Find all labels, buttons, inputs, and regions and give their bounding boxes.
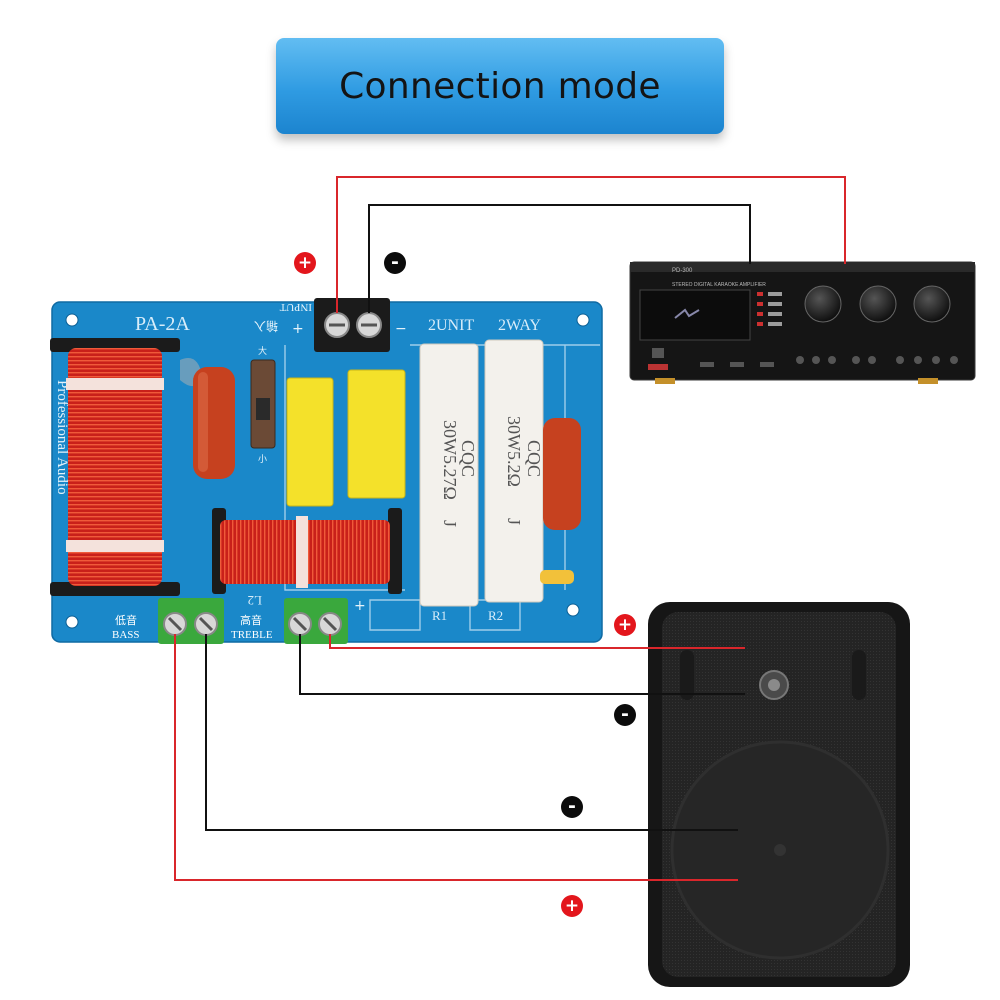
resistor-r2: CQC 30W5.2Ω J (484, 339, 544, 603)
treble-terminal-block (284, 598, 348, 644)
treble-positive-sign: + (614, 614, 636, 636)
board-switch-big-label: 大 (258, 345, 267, 357)
crossover-board: PA-2A INPUT 输入 2UNIT 2WAY Professional A… (50, 298, 603, 644)
board-way-label: 2WAY (498, 317, 541, 334)
board-treble-label: TREBLE (231, 629, 273, 641)
resistor-r2-rating: 30W5.2Ω (504, 416, 524, 487)
resistor-r1: CQC 30W5.27Ω J (419, 343, 479, 607)
board-brand-label: Professional Audio (54, 380, 70, 495)
amplifier-model-label: PD-300 (672, 268, 693, 274)
board-l2-label: L2 (248, 593, 262, 608)
resistor-r1-brand: CQC (458, 440, 478, 477)
board-bass-label: BASS (112, 629, 140, 641)
board-switch-small-label: 小 (258, 454, 267, 465)
resistor-r2-suffix: J (504, 518, 524, 525)
board-bass-cn-label: 低音 (115, 613, 137, 627)
svg-text:+: + (292, 321, 304, 337)
board-model-label: PA-2A (135, 313, 190, 335)
board-input-cn-label: 输入 (254, 319, 278, 334)
board-r2-label: R2 (488, 608, 503, 623)
svg-text:−: − (395, 321, 407, 337)
bass-positive-wire (174, 634, 738, 881)
svg-text:+: + (354, 598, 366, 614)
bass-negative-wire (205, 634, 738, 831)
bass-positive-sign: + (561, 895, 583, 917)
bass-inductor (50, 338, 202, 596)
input-positive-sign: + (294, 252, 316, 274)
amplifier-subtitle-label: STEREO DIGITAL KARAOKE AMPLIFIER (672, 282, 766, 288)
input-positive-wire (336, 176, 846, 313)
resistor-r2-brand: CQC (524, 440, 544, 477)
board-input-label: INPUT (279, 301, 312, 313)
title-banner: Connection mode (276, 38, 724, 134)
page-title: Connection mode (339, 65, 661, 107)
resistor-r1-rating: 30W5.27Ω (440, 420, 460, 500)
bass-negative-sign: - (561, 796, 583, 818)
input-negative-sign: - (384, 252, 406, 274)
treble-positive-wire (329, 634, 745, 649)
board-r1-label: R1 (432, 608, 447, 623)
wires (174, 176, 846, 881)
board-treble-cn-label: 高音 (240, 613, 262, 627)
treble-negative-sign: - (614, 704, 636, 726)
input-terminal-block (314, 298, 390, 352)
board-unit-label: 2UNIT (428, 317, 474, 334)
resistor-r1-suffix: J (440, 520, 460, 527)
treble-inductor (212, 508, 402, 594)
input-negative-wire (368, 204, 751, 313)
treble-negative-wire (299, 634, 745, 695)
bass-terminal-block (158, 598, 224, 644)
speaker (648, 602, 910, 987)
amplifier: PD-300 STEREO DIGITAL KARAOKE AMPLIFIER (629, 261, 976, 384)
